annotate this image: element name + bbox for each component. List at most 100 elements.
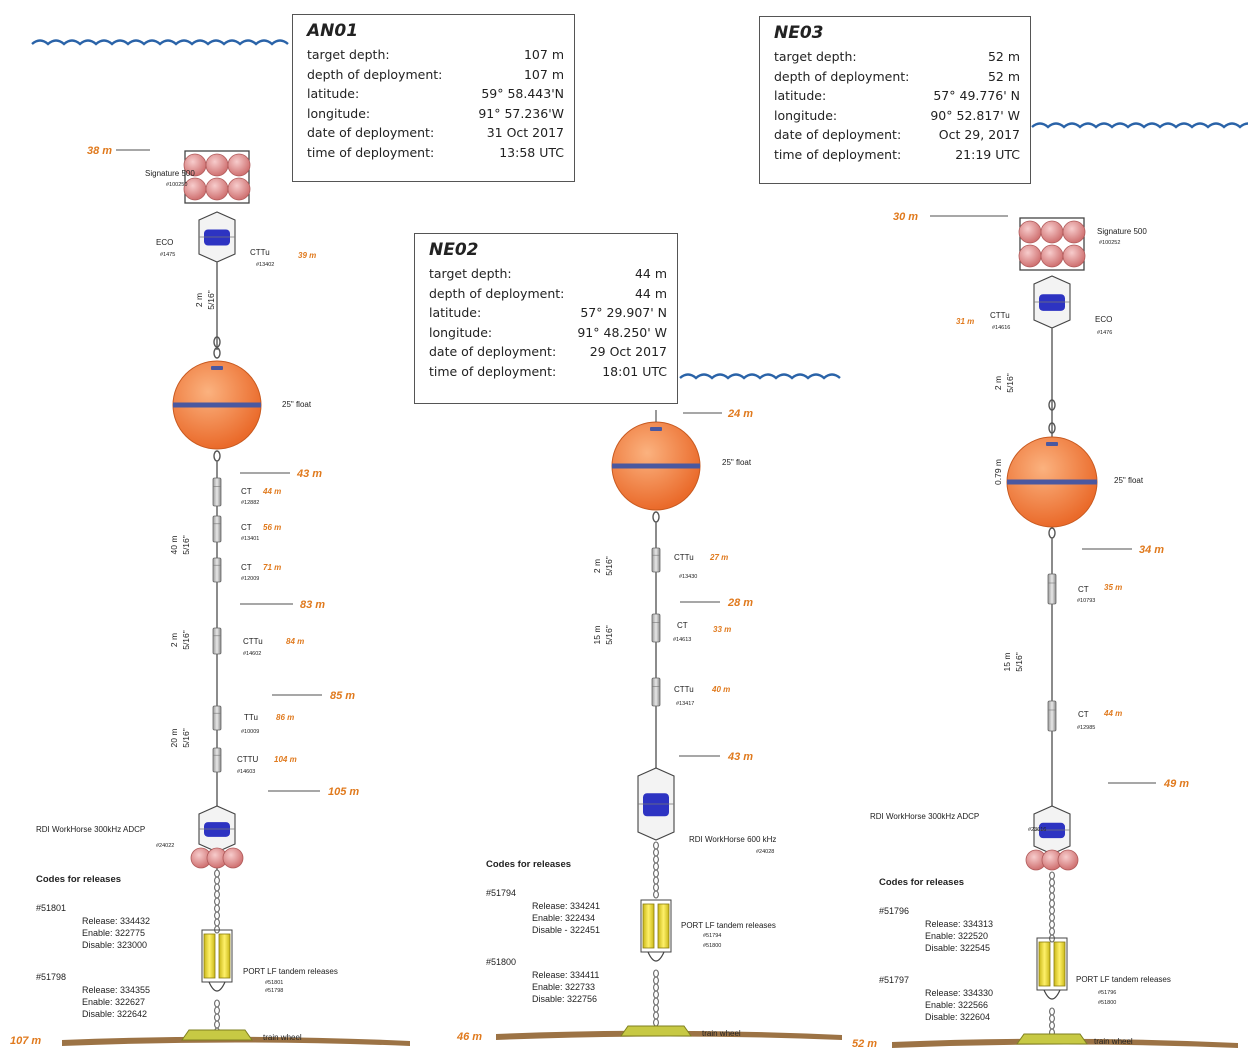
codes-title: Codes for releases (879, 877, 964, 888)
info-label: target depth: (307, 47, 390, 62)
chain-link (653, 990, 659, 999)
instrument-name: TTu (244, 713, 258, 722)
release-code: Disable - 322451 (532, 925, 600, 935)
serial-number: #51800 (1098, 1000, 1116, 1006)
info-value: 29 Oct 2017 (589, 344, 667, 359)
info-label: depth of deployment: (774, 68, 910, 84)
release-code: Disable: 323000 (82, 940, 147, 950)
info-label: date of deployment: (307, 125, 435, 140)
info-label: time of deployment: (307, 144, 435, 160)
release-id: #51794 (486, 888, 516, 898)
serial-number: #12882 (241, 500, 259, 506)
serial-number: #14603 (237, 769, 255, 775)
release-code: Enable: 322733 (532, 982, 595, 992)
adcp-head (1039, 822, 1065, 839)
info-value: 13:58 UTC (499, 144, 564, 160)
info-row: latitude:59° 58.443'N (293, 84, 574, 104)
info-value: 44 m (634, 285, 667, 301)
release-unit (203, 933, 216, 979)
info-row: depth of deployment:107 m (293, 65, 574, 85)
info-value: 107 m (523, 47, 564, 62)
serial-number: #12985 (1077, 725, 1095, 731)
anchor-label: train wheel (702, 1029, 741, 1038)
release-id: #51800 (486, 957, 516, 967)
instrument-name: CT (241, 487, 252, 496)
chain-link (653, 869, 659, 878)
instrument-name: RDI WorkHorse 300kHz ADCP (36, 825, 145, 834)
line-spec: 5/16" (181, 728, 191, 748)
serial-number: #100250 (166, 182, 187, 188)
chain-link (214, 1006, 220, 1015)
shackle (1048, 399, 1056, 411)
chain-link (653, 855, 659, 864)
instrument (651, 613, 661, 643)
info-label: longitude: (429, 324, 493, 340)
release-code: Release: 334411 (532, 970, 599, 980)
info-label: latitude: (429, 305, 482, 320)
codes-title: Codes for releases (486, 859, 571, 870)
info-label: longitude: (307, 105, 371, 121)
info-label: target depth: (429, 266, 512, 281)
depth-label: 105 m (328, 786, 359, 798)
release-code: Enable: 322520 (925, 931, 988, 941)
line-spec: 5/16" (181, 630, 191, 650)
chain-link (1049, 906, 1055, 915)
instrument-name: CTTu (243, 637, 263, 646)
adcp-head (1039, 294, 1065, 311)
serial-number: #13430 (679, 574, 697, 580)
info-value: 57° 29.907' N (580, 305, 667, 320)
instrument-name: RDI WorkHorse 600 kHz (689, 835, 776, 844)
info-box-ne02: NE02 target depth:44 m depth of deployme… (414, 233, 678, 404)
release-code: Release: 334241 (532, 901, 600, 911)
line-spec: 15 m (1002, 653, 1012, 672)
info-value: 44 m (634, 266, 667, 281)
depth-label: 40 m (711, 685, 730, 694)
shackle (213, 450, 221, 462)
info-value: Oct 29, 2017 (938, 127, 1020, 142)
serial-number: #51800 (703, 943, 721, 949)
chain-link (214, 869, 220, 878)
instrument (212, 747, 222, 773)
info-value: 52 m (987, 68, 1020, 84)
serial-number: #13402 (256, 262, 274, 268)
depth-label: 85 m (330, 690, 355, 702)
release-frame (640, 899, 672, 953)
chain-link (653, 983, 659, 992)
chain-link (214, 890, 220, 899)
float-top-fitting (211, 366, 223, 370)
info-value: 18:01 UTC (602, 363, 667, 379)
depth-label: 44 m (262, 487, 281, 496)
buoy-sphere (1018, 220, 1042, 244)
depth-label: 46 m (456, 1031, 482, 1043)
release-code: Disable: 322756 (532, 994, 597, 1004)
depth-label: 52 m (852, 1038, 877, 1050)
shackle (213, 336, 221, 348)
depth-label: 104 m (274, 755, 297, 764)
chain-link (214, 1020, 220, 1029)
adcp-head (643, 793, 669, 817)
info-label: target depth: (774, 49, 857, 64)
line-spec: 15 m (592, 626, 602, 645)
info-row: time of deployment:18:01 UTC (415, 362, 677, 382)
anchor-label: train wheel (1094, 1037, 1133, 1046)
depth-label: 31 m (956, 317, 974, 326)
depth-label: 107 m (10, 1035, 41, 1047)
info-row: target depth: 107 m (293, 45, 574, 65)
anchor-label: train wheel (263, 1033, 302, 1042)
release-bridle (208, 981, 226, 992)
info-value: 90° 52.817' W (930, 107, 1020, 123)
depth-label: 28 m (727, 597, 753, 609)
line-spec: 0.79 m (993, 459, 1003, 485)
instrument-name: CTTu (990, 311, 1010, 320)
line-spec: 2 m (592, 559, 602, 573)
instrument-name: CT (1078, 585, 1089, 594)
info-value: 52 m (987, 49, 1020, 64)
float-label: 25" float (722, 458, 752, 467)
buoy-sphere (205, 177, 229, 201)
release-frame (1036, 937, 1068, 991)
serial-number: #1476 (1097, 330, 1112, 336)
float-band (173, 402, 261, 408)
